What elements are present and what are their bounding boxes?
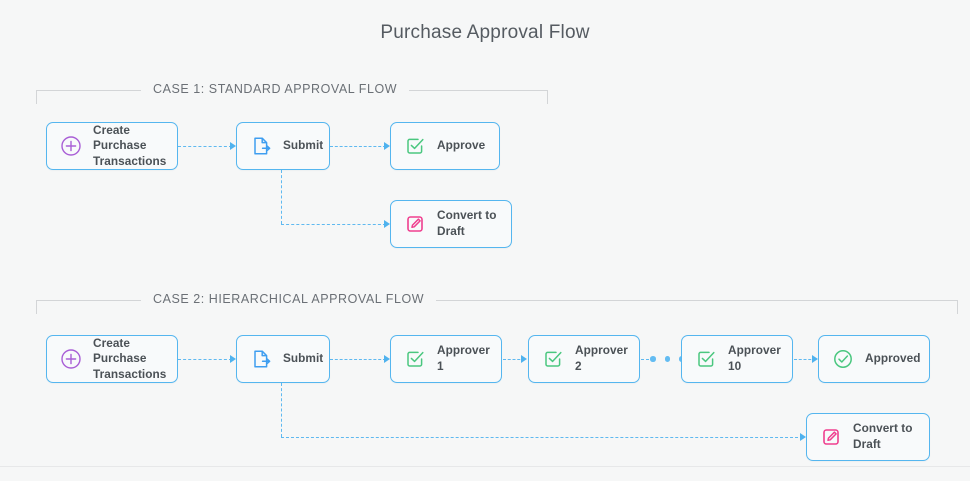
connector-case1-create-to-submit xyxy=(178,146,232,147)
node-case2-submit[interactable]: Submit xyxy=(236,335,330,383)
node-label: Approver 1 xyxy=(437,343,490,373)
node-label: Submit xyxy=(283,138,324,153)
node-label: Convert to Draft xyxy=(853,421,913,451)
arrowhead-case2-approver2 xyxy=(521,354,527,363)
node-case2-convert-to-draft[interactable]: Convert to Draft xyxy=(806,413,930,461)
arrowhead-case2-approver1 xyxy=(384,354,390,363)
group-frame-case1: CASE 1: STANDARD APPROVAL FLOW xyxy=(36,82,548,104)
node-case2-approver-1[interactable]: Approver 1 xyxy=(390,335,502,383)
node-label: Approve xyxy=(437,138,486,153)
page-title: Purchase Approval Flow xyxy=(380,22,590,43)
node-case1-approve[interactable]: Approve xyxy=(390,122,500,170)
node-case1-submit[interactable]: Submit xyxy=(236,122,330,170)
node-case2-approver-2[interactable]: Approver 2 xyxy=(528,335,640,383)
node-case2-create-purchase-transactions[interactable]: Create Purchase Transactions xyxy=(46,335,178,383)
arrowhead-case2-submit xyxy=(230,354,236,363)
circle-check-icon xyxy=(832,348,854,370)
checkbox-check-icon xyxy=(695,348,717,370)
plus-circle-icon xyxy=(60,135,82,157)
document-submit-icon xyxy=(250,348,272,370)
connector-case1-submit-branch-horizontal xyxy=(281,224,386,225)
ellipsis-dot xyxy=(664,356,670,362)
connector-case2-create-to-submit xyxy=(178,359,232,360)
arrowhead-case1-submit xyxy=(230,141,236,150)
connector-case2-submit-branch-vertical xyxy=(281,383,282,437)
edit-square-icon xyxy=(404,213,426,235)
edit-square-icon xyxy=(820,426,842,448)
checkbox-check-icon xyxy=(404,348,426,370)
connector-case1-submit-branch-vertical xyxy=(281,170,282,224)
node-case2-approved[interactable]: Approved xyxy=(818,335,930,383)
node-label: Approver 2 xyxy=(575,343,628,373)
group-label-case2: CASE 2: HIERARCHICAL APPROVAL FLOW xyxy=(141,292,437,306)
node-label: Convert to Draft xyxy=(437,208,497,238)
connector-case2-approver10-to-approved xyxy=(794,359,816,360)
checkbox-check-icon xyxy=(542,348,564,370)
ellipsis-approvers xyxy=(650,356,685,362)
node-label: Create Purchase Transactions xyxy=(93,335,167,381)
node-case1-create-purchase-transactions[interactable]: Create Purchase Transactions xyxy=(46,122,178,170)
arrowhead-case1-approve xyxy=(384,141,390,150)
connector-case2-submit-to-approver1 xyxy=(330,359,386,360)
connector-case2-approver2-to-ellipsis xyxy=(641,359,649,360)
ellipsis-dot xyxy=(650,356,656,362)
arrowhead-case1-convert-to-draft xyxy=(384,219,390,228)
document-submit-icon xyxy=(250,135,272,157)
group-frame-case2: CASE 2: HIERARCHICAL APPROVAL FLOW xyxy=(36,292,958,314)
checkbox-check-icon xyxy=(404,135,426,157)
node-case2-approver-10[interactable]: Approver 10 xyxy=(681,335,793,383)
node-label: Approver 10 xyxy=(728,343,781,373)
node-label: Create Purchase Transactions xyxy=(93,122,167,168)
node-case1-convert-to-draft[interactable]: Convert to Draft xyxy=(390,200,512,248)
plus-circle-icon xyxy=(60,348,82,370)
connector-case1-submit-to-approve xyxy=(330,146,386,147)
connector-case2-submit-branch-horizontal xyxy=(281,437,803,438)
canvas-bottom-rule xyxy=(0,466,970,467)
arrowhead-case2-approved xyxy=(812,354,818,363)
arrowhead-case2-convert-to-draft xyxy=(800,432,806,441)
node-label: Approved xyxy=(865,351,921,366)
group-label-case1: CASE 1: STANDARD APPROVAL FLOW xyxy=(141,82,410,96)
node-label: Submit xyxy=(283,351,324,366)
connector-case2-approver1-to-approver2 xyxy=(503,359,525,360)
